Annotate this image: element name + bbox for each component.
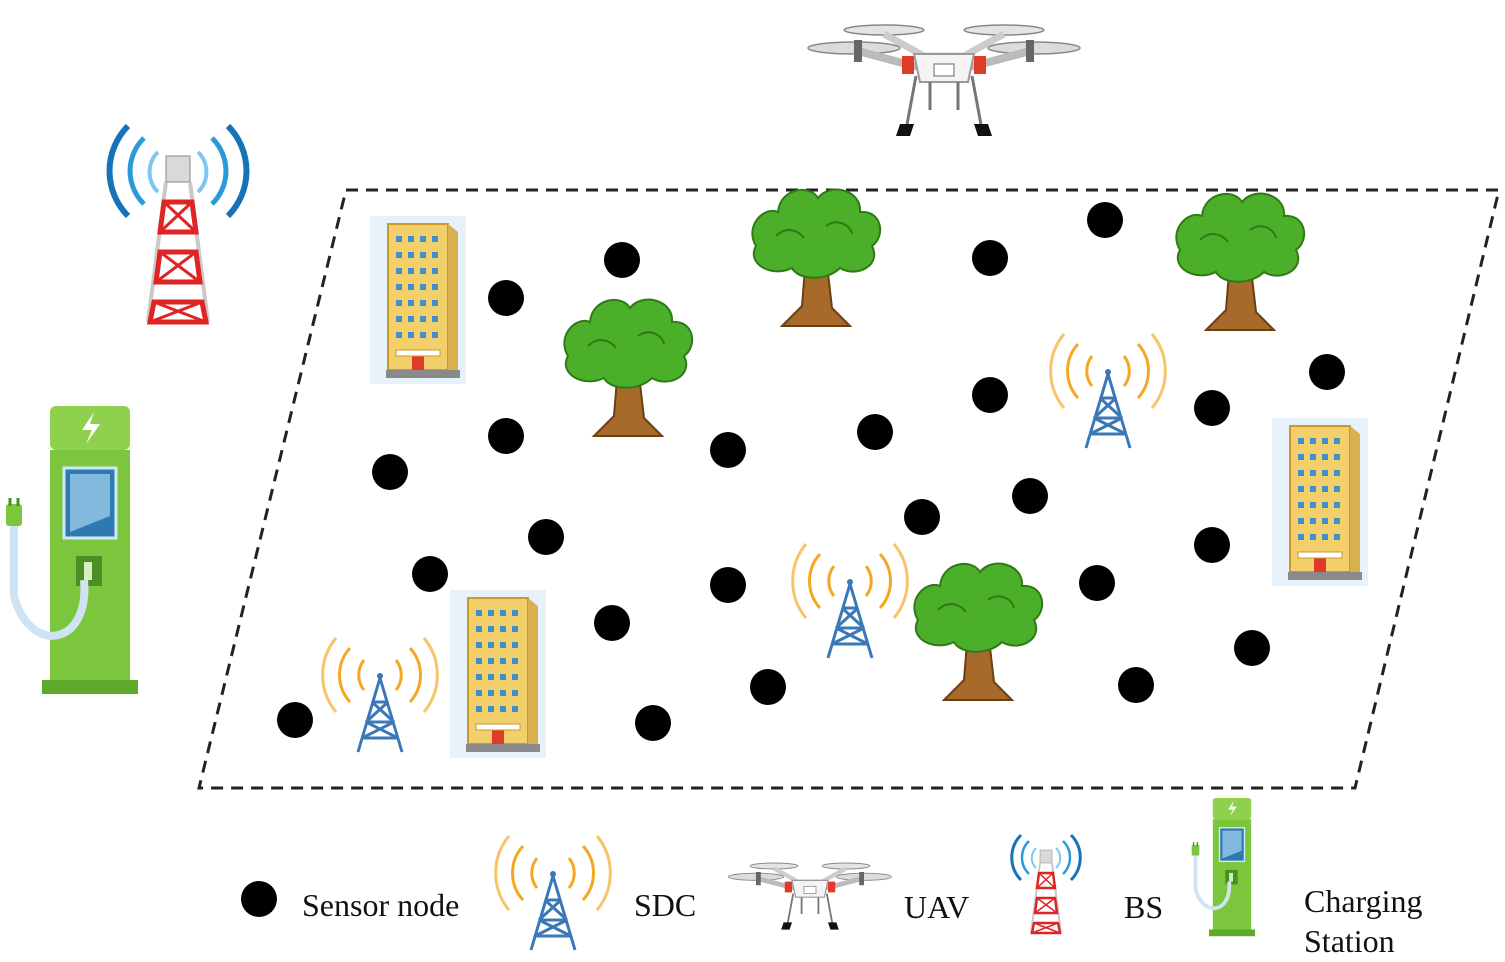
legend-uav-icon [728, 863, 891, 930]
sensor-node-icon [750, 669, 786, 705]
uav-drone-icon [808, 25, 1080, 136]
deployment-area-border [197, 188, 1501, 790]
legend-bs-label: BS [1124, 889, 1164, 925]
sensor-node-icon [1309, 354, 1345, 390]
sensor-node-icon [277, 702, 313, 738]
legend-sdc-label: SDC [634, 887, 697, 923]
charging-station-icon [6, 406, 138, 694]
sensor-node-icon [528, 519, 564, 555]
sensor-node-icon [1118, 667, 1154, 703]
legend-charging-label-line2: Station [1304, 923, 1395, 959]
sensor-node-icon [604, 242, 640, 278]
sdc-tower-icon [1049, 332, 1167, 450]
sensor-node-icon [1234, 630, 1270, 666]
legend-uav-label: UAV [904, 889, 970, 925]
sensor-node-icon [488, 280, 524, 316]
tree-icon [752, 190, 880, 326]
sensor-node-icon [1194, 527, 1230, 563]
sensor-node-icon [635, 705, 671, 741]
legend-sdc-icon [494, 834, 612, 952]
building-icon [449, 589, 547, 759]
sensor-node-icon [488, 418, 524, 454]
legend-sensor-node-label: Sensor node [302, 887, 460, 923]
sensor-node-icon [372, 454, 408, 490]
sensor-nodes [277, 202, 1345, 741]
sensor-node-icon [972, 240, 1008, 276]
sensor-node-icon [904, 499, 940, 535]
sensor-node-icon [594, 605, 630, 641]
legend-sensor-node-icon [241, 881, 277, 917]
sensor-node-icon [412, 556, 448, 592]
legend-bs-icon [1010, 833, 1082, 935]
building-icon [1271, 417, 1369, 587]
bs-tower-icon [110, 126, 247, 322]
sensor-node-icon [1087, 202, 1123, 238]
sensor-node-icon [972, 377, 1008, 413]
sensor-node-icon [857, 414, 893, 450]
building-icon [369, 215, 467, 385]
sensor-node-icon [1194, 390, 1230, 426]
tree-icon [1176, 194, 1304, 330]
legend-charging-station-icon [1189, 796, 1257, 939]
tree-icon [564, 300, 692, 436]
sensor-node-icon [710, 432, 746, 468]
sdc-tower-icon [791, 542, 909, 660]
sensor-node-icon [1079, 565, 1115, 601]
sensor-node-icon [1012, 478, 1048, 514]
sdc-tower-icon [321, 636, 439, 754]
tree-icon [914, 564, 1042, 700]
legend-charging-label-line1: Charging [1304, 883, 1423, 919]
sensor-node-icon [710, 567, 746, 603]
